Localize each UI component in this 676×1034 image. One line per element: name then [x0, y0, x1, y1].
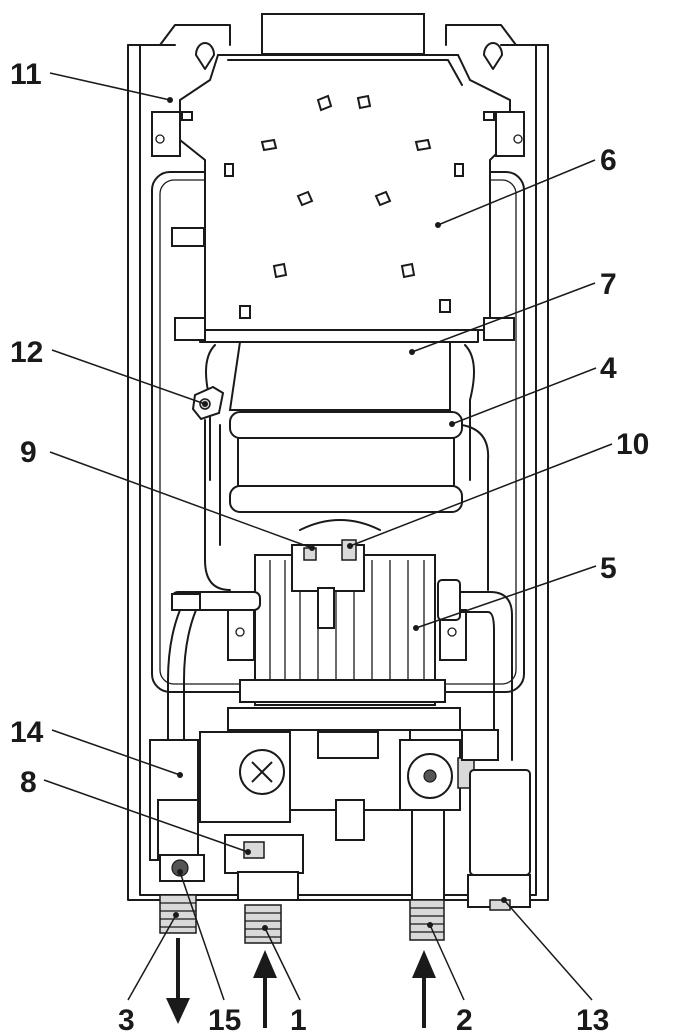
coil-pipe-upper	[229, 411, 463, 439]
leader-lines	[43, 72, 613, 1001]
callout-4: 4	[600, 352, 617, 385]
coil-pipe-lower	[229, 485, 463, 513]
callout-12: 12	[10, 336, 43, 369]
gas-water-valve	[149, 729, 531, 911]
callout-2: 2	[456, 1004, 473, 1034]
callout-5: 5	[600, 552, 617, 585]
fitting-cold-inlet	[409, 899, 445, 941]
flow-arrow-in-2	[412, 950, 436, 1028]
callout-7: 7	[600, 268, 617, 301]
callout-6: 6	[600, 144, 617, 177]
overheat-sensor	[191, 385, 225, 421]
leader-dots	[167, 97, 507, 931]
battery-box	[469, 769, 531, 876]
callout-10: 10	[616, 428, 649, 461]
gas-manifold	[227, 707, 461, 731]
heat-exchanger	[204, 341, 490, 591]
callout-14: 14	[10, 716, 44, 749]
callout-9: 9	[20, 436, 37, 469]
callout-13: 13	[576, 1004, 609, 1034]
mount-hole-left	[195, 42, 215, 70]
hot-water-pipe	[167, 609, 197, 741]
mount-hole-right	[483, 42, 503, 70]
flow-arrow-in-1	[253, 950, 277, 1028]
burner-assembly	[171, 227, 513, 761]
combustion-hood	[151, 54, 525, 343]
callout-1: 1	[290, 1004, 307, 1034]
flue-outlet	[261, 13, 425, 55]
drain-plug	[171, 859, 189, 877]
callout-labels: 11 6 7 12 4 9 10 5 14 8 3 15 1 2 13	[10, 58, 649, 1034]
callout-11: 11	[10, 58, 42, 91]
flow-arrows	[166, 938, 436, 1028]
callout-15: 15	[208, 1004, 241, 1034]
callout-8: 8	[20, 766, 37, 799]
callout-3: 3	[118, 1004, 135, 1034]
flow-arrow-out-3	[166, 938, 190, 1024]
